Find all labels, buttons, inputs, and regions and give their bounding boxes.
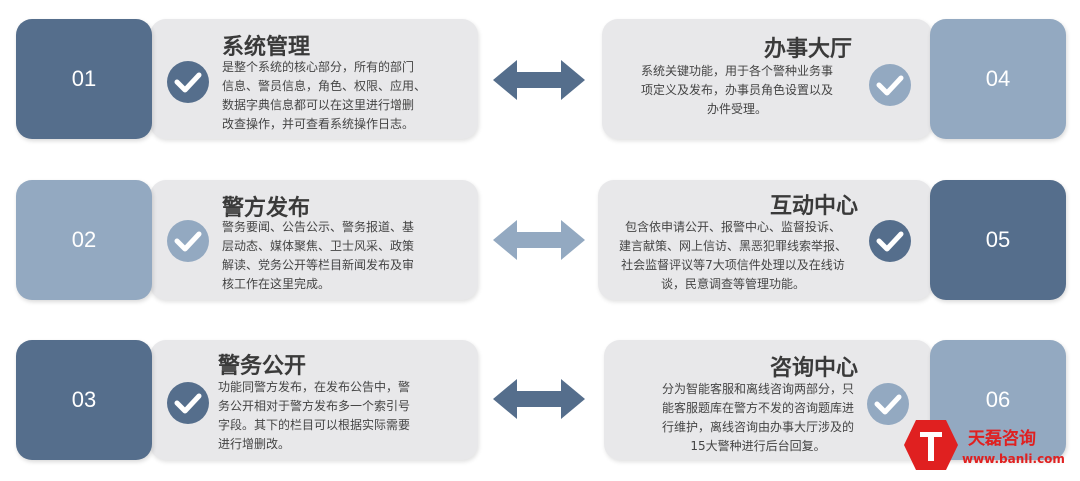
title-police-disclosure: 警务公开 xyxy=(218,354,307,379)
title-interaction-center: 互动中心 xyxy=(770,194,859,219)
title-system-management: 系统管理 xyxy=(222,35,311,60)
step-number-04: 04 xyxy=(930,19,1066,139)
desc-line: 解读、党务公开等栏目新闻发布及审 xyxy=(222,258,415,272)
desc-line: 层动态、媒体聚焦、卫士风采、政策 xyxy=(222,239,415,253)
watermark-logo-icon xyxy=(904,420,958,470)
checkmark-icon xyxy=(869,220,911,262)
checkmark-icon xyxy=(167,220,209,262)
desc-line: 务公开相对于警方发布多一个索引号 xyxy=(218,399,411,413)
desc-line: 分为智能客服和离线咨询两部分，只 xyxy=(661,382,854,396)
desc-line: 信息、警员信息，角色、权限、应用、 xyxy=(222,79,427,93)
step-number-01: 01 xyxy=(16,19,152,139)
desc-line: 包含依申请公开、报警中心、监督投诉、 xyxy=(624,220,841,234)
desc-line: 功能同警方发布，在发布公告中，警 xyxy=(218,380,411,394)
title-police-release: 警方发布 xyxy=(222,196,311,221)
desc-police-disclosure: 功能同警方发布，在发布公告中，警 务公开相对于警方发布多一个索引号 字段。其下的… xyxy=(218,378,470,454)
desc-line: 15大警种进行后台回复。 xyxy=(690,439,826,453)
desc-line: 字段。其下的栏目可以根据实际需要 xyxy=(218,418,411,432)
desc-service-hall: 系统关键功能，用于各个警种业务事 项定义及发布，办事员角色设置以及 办件受理。 xyxy=(618,62,856,119)
double-arrow-icon xyxy=(493,379,585,419)
desc-line: 能客服题库在警方不发的咨询题库进 xyxy=(661,401,854,415)
desc-line: 办件受理。 xyxy=(706,102,767,116)
desc-line: 警务要闻、公告公示、警务报道、基 xyxy=(222,220,415,234)
checkmark-icon xyxy=(867,383,909,425)
desc-line: 系统关键功能，用于各个警种业务事 xyxy=(640,64,833,78)
step-number-05: 05 xyxy=(930,180,1066,300)
watermark-name: 天磊咨询 xyxy=(968,429,1036,449)
double-arrow-icon xyxy=(493,60,585,100)
step-number-02: 02 xyxy=(16,180,152,300)
title-consulting-center: 咨询中心 xyxy=(770,356,859,381)
watermark-url: www.banli.com xyxy=(962,452,1065,466)
desc-line: 是整个系统的核心部分，所有的部门 xyxy=(222,60,415,74)
checkmark-icon xyxy=(167,61,209,103)
desc-system-management: 是整个系统的核心部分，所有的部门 信息、警员信息，角色、权限、应用、 数据字典信… xyxy=(222,58,472,134)
desc-line: 谈，民意调查等管理功能。 xyxy=(660,277,805,291)
desc-line: 项定义及发布，办事员角色设置以及 xyxy=(640,83,833,97)
desc-line: 建言献策、网上信访、黑恶犯罪线索举报、 xyxy=(618,239,847,253)
desc-line: 核工作在这里完成。 xyxy=(222,277,331,291)
desc-line: 进行增删改。 xyxy=(218,437,291,451)
title-service-hall: 办事大厅 xyxy=(764,37,853,62)
desc-line: 行维护，离线咨询由办事大厅涉及的 xyxy=(661,420,854,434)
desc-line: 社会监督评议等7大项信件处理以及在线访 xyxy=(621,258,845,272)
desc-line: 改查操作，并可查看系统操作日志。 xyxy=(222,117,415,131)
desc-police-release: 警务要闻、公告公示、警务报道、基 层动态、媒体聚焦、卫士风采、政策 解读、党务公… xyxy=(222,218,472,294)
desc-line: 数据字典信息都可以在这里进行增删 xyxy=(222,98,415,112)
desc-interaction-center: 包含依申请公开、报警中心、监督投诉、 建言献策、网上信访、黑恶犯罪线索举报、 社… xyxy=(604,218,862,294)
step-number-03: 03 xyxy=(16,340,152,460)
desc-consulting-center: 分为智能客服和离线咨询两部分，只 能客服题库在警方不发的咨询题库进 行维护，离线… xyxy=(642,380,874,456)
checkmark-icon xyxy=(167,382,209,424)
checkmark-icon xyxy=(869,64,911,106)
double-arrow-icon xyxy=(493,220,585,260)
